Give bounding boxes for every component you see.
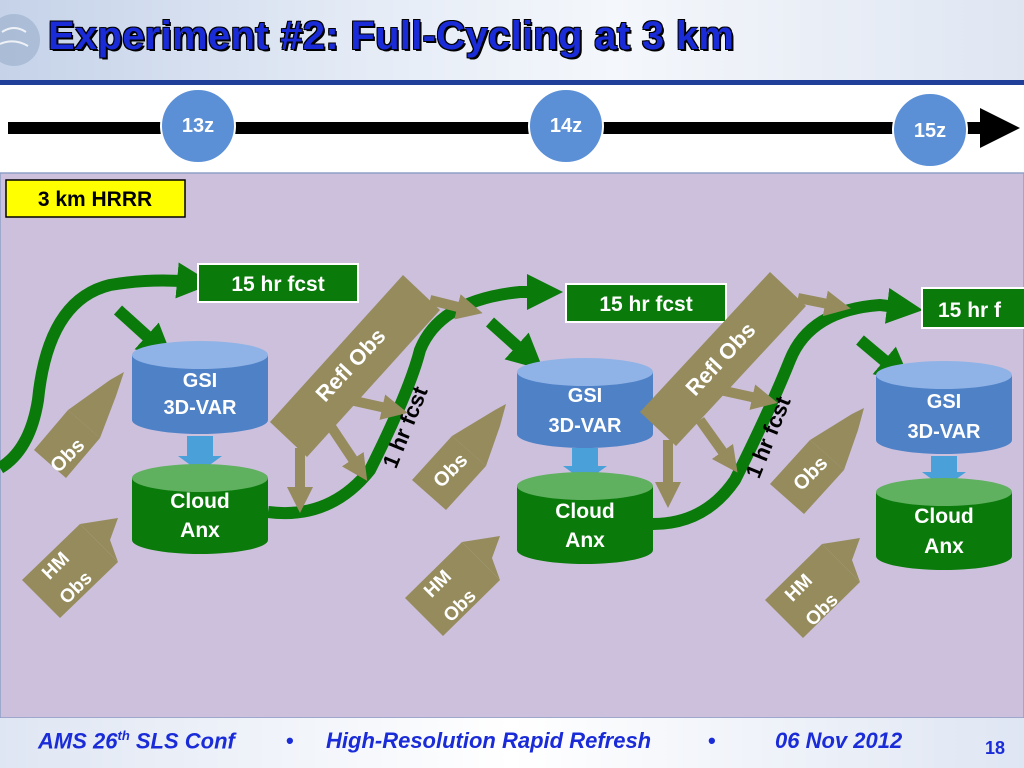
page-title: Experiment #2: Full-Cycling at 3 km bbox=[48, 14, 735, 58]
globe-icon bbox=[0, 14, 40, 66]
time-marker-15z: 15z bbox=[892, 92, 968, 168]
fcst-label: 15 hr fcst bbox=[599, 293, 692, 316]
gsi-label-line2: 3D-VAR bbox=[164, 397, 238, 419]
obs-arrow: Obs bbox=[770, 408, 864, 514]
gsi-cylinder: GSI 3D-VAR bbox=[876, 361, 1012, 454]
region-label: 3 km HRRR bbox=[38, 188, 152, 211]
footer-date: 06 Nov 2012 bbox=[775, 728, 903, 753]
header-divider bbox=[0, 80, 1024, 85]
gsi-cylinder: GSI 3D-VAR bbox=[132, 341, 268, 434]
timeline: 13z 14z 15z bbox=[8, 88, 1020, 168]
gsi-label-line1: GSI bbox=[927, 391, 961, 413]
cycle-13z: 15 hr fcst GSI 3D-VAR Cloud Anx 1 hr fcs… bbox=[0, 262, 563, 618]
cloud-cylinder: Cloud Anx bbox=[517, 472, 653, 564]
background-arrow bbox=[485, 317, 544, 371]
gsi-label-line1: GSI bbox=[568, 385, 602, 407]
time-label: 15z bbox=[914, 120, 946, 142]
gsi-label-line2: 3D-VAR bbox=[908, 421, 982, 443]
footer-bullet: • bbox=[286, 728, 294, 753]
forecast-flow-arrow bbox=[0, 262, 213, 474]
obs-arrow: Obs bbox=[412, 404, 506, 510]
fcst-box bbox=[197, 263, 359, 303]
fcst-label: 15 hr fcst bbox=[231, 273, 324, 296]
timeline-arrowhead bbox=[980, 108, 1020, 148]
cloud-label-line1: Cloud bbox=[555, 500, 614, 523]
background-arrow bbox=[113, 305, 174, 361]
footer-topic: High-Resolution Rapid Refresh bbox=[326, 728, 652, 753]
fcst-box bbox=[921, 287, 1024, 329]
page-number: 18 bbox=[985, 738, 1006, 758]
footer-conference: AMS 26th SLS Conf bbox=[38, 728, 235, 754]
gsi-cylinder: GSI 3D-VAR bbox=[517, 358, 653, 448]
header-band bbox=[0, 0, 1024, 80]
time-label: 14z bbox=[550, 115, 582, 137]
gsi-label-line2: 3D-VAR bbox=[549, 415, 623, 437]
cloud-label-line2: Anx bbox=[565, 529, 605, 552]
footer-band bbox=[0, 718, 1024, 768]
down-arrow bbox=[178, 436, 222, 472]
fcst-box bbox=[565, 283, 727, 323]
hrrr-panel bbox=[0, 172, 1024, 719]
footer-bullet: • bbox=[708, 728, 716, 753]
gsi-label-line1: GSI bbox=[183, 370, 217, 392]
region-label-box bbox=[5, 179, 186, 218]
cloud-label-line2: Anx bbox=[924, 535, 964, 558]
cloud-cylinder: Cloud Anx bbox=[876, 478, 1012, 570]
time-marker-13z: 13z bbox=[160, 88, 236, 164]
cloud-label-line2: Anx bbox=[180, 519, 220, 542]
time-label: 13z bbox=[182, 115, 214, 137]
fcst-label-cut: 15 hr f bbox=[938, 299, 1002, 322]
cloud-label-line1: Cloud bbox=[170, 490, 229, 513]
time-marker-14z: 14z bbox=[528, 88, 604, 164]
cloud-cylinder: Cloud Anx bbox=[132, 464, 268, 554]
one-hr-forecast-arrow bbox=[652, 287, 923, 530]
cloud-label-line1: Cloud bbox=[914, 505, 973, 528]
